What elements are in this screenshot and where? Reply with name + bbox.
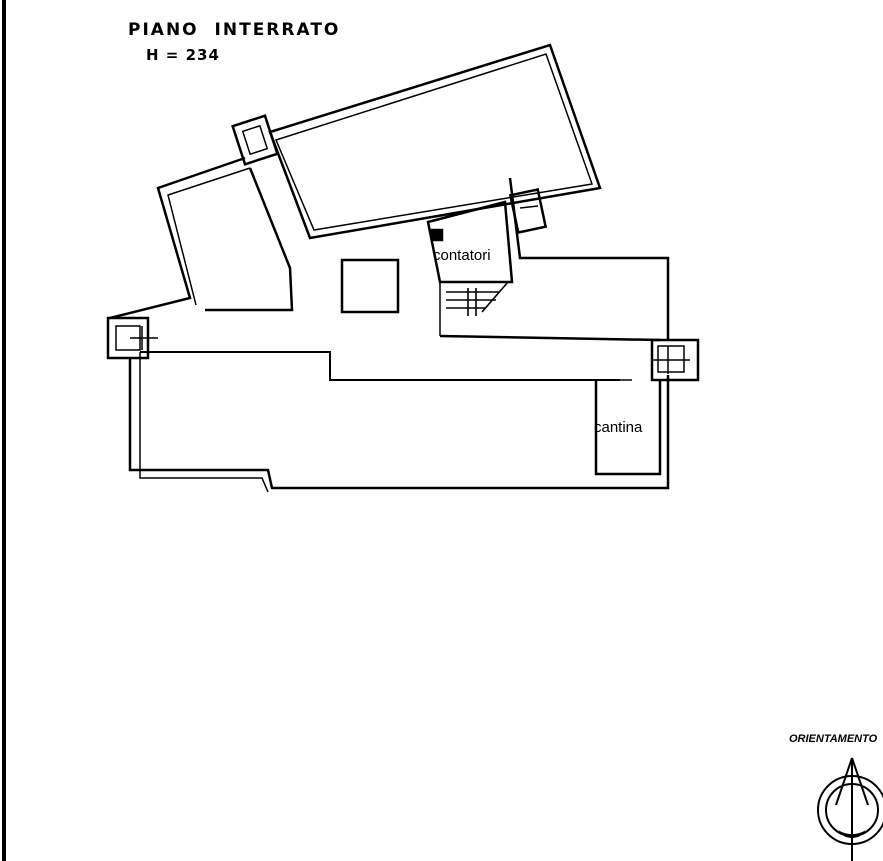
- sheet-border: [2, 0, 6, 861]
- stair-hatch-icon: [446, 281, 509, 316]
- compass-label: ORIENTAMENTO: [789, 733, 878, 745]
- shaft-upper-right: [508, 188, 548, 234]
- shaft-upper-right-cross: [519, 205, 539, 209]
- meter-room-wall: [426, 200, 514, 284]
- main-west-wall: [128, 358, 670, 490]
- meter-room-pillar: [430, 228, 444, 242]
- upper-slanted-wall: [268, 43, 602, 240]
- shaft-top-left-inner: [241, 124, 269, 156]
- central-pillar: [340, 258, 400, 314]
- main-west-wall-inner: [140, 351, 620, 381]
- left-block-wall: [109, 156, 246, 320]
- height-label: H = 234: [146, 46, 220, 64]
- meter-room-outer: [508, 177, 670, 340]
- cellar-label: cantina: [594, 419, 643, 436]
- floor-title: PIANO INTERRATO: [128, 20, 341, 40]
- main-south-inner: [139, 352, 269, 493]
- cellar-wall: [594, 380, 662, 476]
- north-arrow-icon: [817, 757, 883, 861]
- shaft-top-left: [231, 114, 279, 166]
- inner-slanted-wall: [205, 167, 294, 312]
- left-block-wall-inner: [167, 167, 251, 306]
- shaft-right-inner: [657, 345, 685, 373]
- meter-room-south-wall: [439, 334, 661, 342]
- meter-room-label: contatori: [433, 247, 491, 264]
- compass: ORIENTAMENTO: [789, 733, 883, 861]
- upper-slanted-wall-inner: [274, 53, 594, 231]
